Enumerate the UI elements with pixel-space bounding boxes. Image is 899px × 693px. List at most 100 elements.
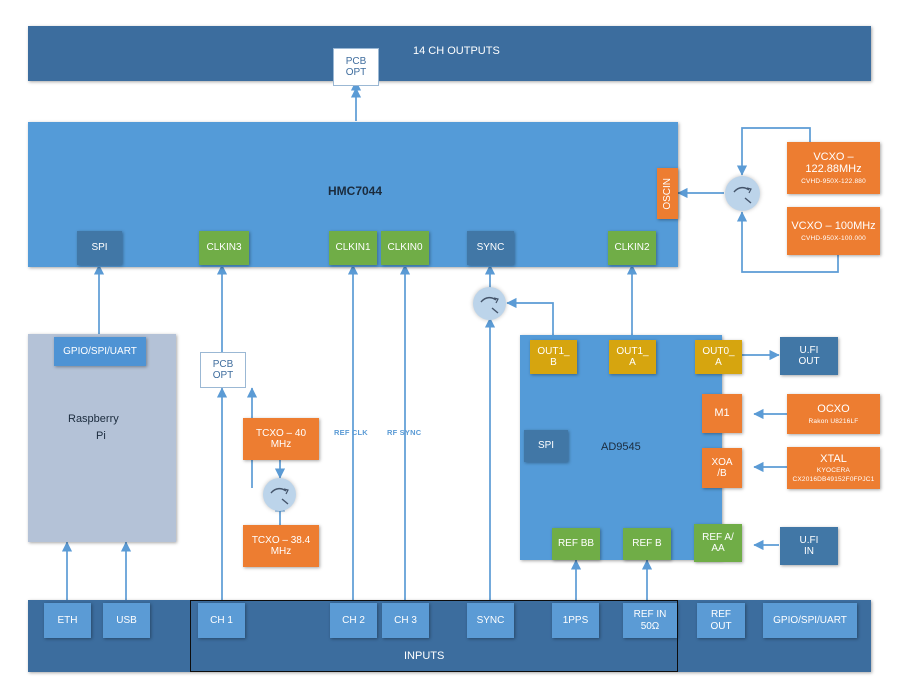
xtal-part: CX2016DB49152F0FPJC1 <box>792 475 875 483</box>
hmc7044-port-clkin2[interactable]: CLKIN2 <box>608 231 656 265</box>
xtal-name: XTAL <box>820 453 847 466</box>
ad9545-ref-a-aa[interactable]: REF A/ AA <box>694 524 742 562</box>
pcb-opt-left-line2: OPT <box>212 370 234 381</box>
ad9545-port-spi[interactable]: SPI <box>524 430 568 462</box>
bottom-port-ref-out-line1: REF <box>711 609 731 621</box>
hmc7044-port-sync[interactable]: SYNC <box>467 231 514 265</box>
pcb-opt-left-line1: PCB <box>212 358 234 370</box>
ad9545-ref-b[interactable]: REF B <box>623 528 671 560</box>
bottom-port-ref-in-line2: 50Ω <box>640 620 660 632</box>
raspberry-pi-label-line2: Pi <box>96 430 106 442</box>
raspberry-pi-label-line1: Raspberry <box>68 413 119 425</box>
ad9545-out1-b[interactable]: OUT1_ B <box>530 340 577 374</box>
oscin-label: OSCIN <box>661 177 673 210</box>
wire-label-rf-sync: RF SYNC <box>387 428 422 437</box>
ocxo-part: Rakon U8216LF <box>808 417 859 425</box>
bottom-port-sync-label: SYNC <box>476 614 505 626</box>
tcxo-384-line2: MHz <box>270 546 292 557</box>
vcxo-122-part: CVHD-950X-122.880 <box>801 177 866 185</box>
rpi-gpio-label: GPIO/SPI/UART <box>63 345 137 357</box>
ufi-out-line1: U.FI <box>799 344 819 356</box>
ad9545-out1-a-line2: A <box>629 357 636 368</box>
ad9545-ref-a-line2: AA <box>711 543 725 554</box>
ad9545-out0-a[interactable]: OUT0_ A <box>695 340 742 374</box>
bottom-port-gpio-spi-uart[interactable]: GPIO/SPI/UART <box>763 603 857 638</box>
hmc7044-port-clkin0-label: CLKIN0 <box>387 242 423 254</box>
pcb-opt-left[interactable]: PCB OPT <box>200 352 246 388</box>
ufi-in-connector[interactable]: U.FI IN <box>780 527 838 565</box>
hmc7044-port-sync-label: SYNC <box>476 242 505 254</box>
ad9545-label: AD9545 <box>601 441 641 453</box>
hmc7044-port-clkin3[interactable]: CLKIN3 <box>199 231 249 265</box>
ad9545-out0-a-line1: OUT0_ <box>702 345 735 357</box>
hmc7044-label: HMC7044 <box>328 184 383 198</box>
bottom-port-ref-in[interactable]: REF IN 50Ω <box>623 603 677 638</box>
tcxo-40-line1: TCXO – 40 <box>255 427 307 439</box>
ufi-out-connector[interactable]: U.FI OUT <box>780 337 838 375</box>
ad9545-xoa-line1: XOA <box>711 456 733 468</box>
ad9545-out1-b-line1: OUT1_ <box>537 345 570 357</box>
hmc7044-port-clkin1[interactable]: CLKIN1 <box>329 231 377 265</box>
bottom-port-eth[interactable]: ETH <box>44 603 91 638</box>
bottom-port-ref-out-line2: OUT <box>710 620 732 632</box>
bottom-port-usb-label: USB <box>116 614 137 626</box>
bottom-port-usb[interactable]: USB <box>103 603 150 638</box>
bottom-port-1pps[interactable]: 1PPS <box>552 603 599 638</box>
inputs-group-label: INPUTS <box>404 650 445 662</box>
hmc7044-port-clkin1-label: CLKIN1 <box>335 242 371 254</box>
pcb-opt-top-line1: PCB <box>345 55 367 67</box>
ad9545-port-m1[interactable]: M1 <box>702 394 742 433</box>
tcxo-384-line1: TCXO – 38.4 <box>251 534 311 546</box>
tcxo-40mhz-block[interactable]: TCXO – 40 MHz <box>243 418 319 460</box>
bottom-port-ch2[interactable]: CH 2 <box>330 603 377 638</box>
bottom-port-ref-out[interactable]: REF OUT <box>697 603 745 638</box>
hmc7044-port-clkin3-label: CLKIN3 <box>206 242 242 254</box>
ad9545-m1-label: M1 <box>714 407 730 420</box>
vcxo-122-block[interactable]: VCXO – 122.88MHz CVHD-950X-122.880 <box>787 142 880 194</box>
mux-switch-icon <box>480 296 499 314</box>
hmc7044-port-oscin[interactable]: OSCIN <box>657 168 678 219</box>
ad9545-xoa-line2: /B <box>717 468 727 479</box>
raspberry-pi-block[interactable]: Raspberry Pi <box>28 334 176 542</box>
vcxo-mux-switch[interactable] <box>725 176 760 211</box>
ad9545-ref-a-line1: REF A/ <box>702 531 734 543</box>
pcb-opt-top-line2: OPT <box>345 67 367 78</box>
bottom-port-ch2-label: CH 2 <box>342 614 365 626</box>
vcxo-100-line1: VCXO – 100MHz <box>791 220 876 233</box>
bottom-port-ch1[interactable]: CH 1 <box>198 603 245 638</box>
inputs-group-frame <box>190 600 678 672</box>
bottom-port-ch3[interactable]: CH 3 <box>382 603 429 638</box>
bottom-port-1pps-label: 1PPS <box>562 614 589 626</box>
vcxo-100-part: CVHD-950X-100.000 <box>801 234 866 242</box>
ad9545-out0-a-line2: A <box>715 357 722 368</box>
bottom-port-ch1-label: CH 1 <box>210 614 233 626</box>
bottom-port-sync[interactable]: SYNC <box>467 603 514 638</box>
ad9545-ref-bb[interactable]: REF BB <box>552 528 600 560</box>
ocxo-block[interactable]: OCXO Rakon U8216LF <box>787 394 880 434</box>
rpi-gpio-spi-uart-port[interactable]: GPIO/SPI/UART <box>54 337 146 366</box>
bottom-port-ch3-label: CH 3 <box>394 614 417 626</box>
tcxo-mux-switch[interactable] <box>263 478 296 511</box>
pcb-opt-top[interactable]: PCB OPT <box>333 48 379 86</box>
ad9545-ref-bb-label: REF BB <box>557 538 595 550</box>
hmc7044-port-spi[interactable]: SPI <box>77 231 122 265</box>
ad9545-out1-b-line2: B <box>550 357 557 368</box>
wire-label-ref-clk: REF CLK <box>334 428 368 437</box>
tcxo-38-4mhz-block[interactable]: TCXO – 38.4 MHz <box>243 525 319 567</box>
outputs-bar: 14 CH OUTPUTS <box>28 26 871 81</box>
sync-mux-switch[interactable] <box>473 287 506 320</box>
vcxo-122-line2: 122.88MHz <box>805 163 862 176</box>
vcxo-100-block[interactable]: VCXO – 100MHz CVHD-950X-100.000 <box>787 207 880 255</box>
ufi-in-line1: U.FI <box>799 534 819 546</box>
hmc7044-port-clkin0[interactable]: CLKIN0 <box>381 231 429 265</box>
xtal-vendor: KYOCERA <box>816 467 851 475</box>
bottom-port-gpio-label: GPIO/SPI/UART <box>773 614 847 626</box>
ad9545-out1-a[interactable]: OUT1_ A <box>609 340 656 374</box>
xtal-block[interactable]: XTAL KYOCERA CX2016DB49152F0FPJC1 <box>787 447 880 489</box>
ad9545-port-xoa-b[interactable]: XOA /B <box>702 448 742 488</box>
mux-switch-icon <box>270 487 289 505</box>
ocxo-name: OCXO <box>817 403 850 416</box>
ad9545-spi-label: SPI <box>537 440 555 452</box>
vcxo-122-line1: VCXO – <box>813 151 854 164</box>
